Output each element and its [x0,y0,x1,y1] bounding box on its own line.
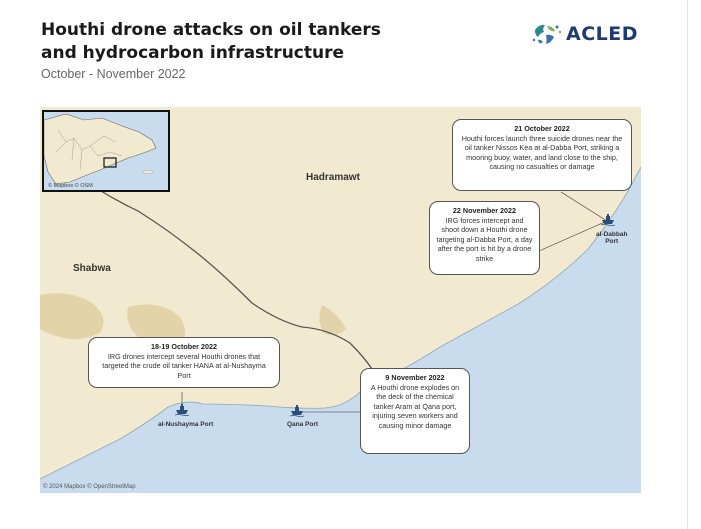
acled-logo: ACLED [530,20,645,48]
inset-map: © Mapbox © OSM [42,110,170,192]
terrain-area [127,304,185,346]
event-text: Houthi forces launch three suicide drone… [461,133,623,172]
page-title: Houthi drone attacks on oil tankers and … [41,20,381,63]
event-date: 22 November 2022 [452,206,517,215]
map[interactable]: Hadramawt Shabwa © Mapbox © OSM 21 Octob… [40,107,641,493]
port-label-al-nushayma: al-Nushayma Port [158,421,214,428]
event-callout-18-19-october[interactable]: 18-19 October 2022 IRG drones intercept … [88,337,280,388]
port-label-line: al-Dabbah [596,231,628,238]
event-text: IRG forces intercept and shoot down a Ho… [436,215,533,263]
inset-attribution: © Mapbox © OSM [48,183,93,189]
region-label-hadramawt: Hadramawt [306,172,360,183]
port-label-line: Port [605,238,619,245]
gulf-of-aden [40,167,641,493]
port-label-qana: Qana Port [287,421,319,428]
event-date: 21 October 2022 [514,124,570,133]
page-divider [687,0,688,529]
port-label-al-dabbah: al-Dabbah Port [596,231,627,245]
map-attribution: © 2024 Mapbox © OpenStreetMap [43,484,136,490]
terrain-area [40,293,104,340]
coastline [40,166,641,480]
ship-icon [289,405,305,417]
terrain-area [319,305,346,336]
event-text: IRG drones intercept several Houthi dron… [102,351,266,380]
inset-map-canvas [44,113,157,185]
event-text: A Houthi drone explodes on the deck of t… [370,382,460,430]
region-label-shabwa: Shabwa [73,263,111,274]
ship-icon [600,214,616,226]
event-callout-9-november[interactable]: 9 November 2022 A Houthi drone explodes … [360,368,470,454]
ship-icon [174,404,190,416]
page-subtitle: October - November 2022 [41,67,186,81]
globe-icon [532,23,562,45]
event-date: 18-19 October 2022 [151,342,217,351]
event-callout-22-november[interactable]: 22 November 2022 IRG forces intercept an… [429,201,540,275]
logo-text: ACLED [566,23,639,45]
event-callout-21-october[interactable]: 21 October 2022 Houthi forces launch thr… [452,119,632,191]
event-date: 9 November 2022 [385,373,445,382]
